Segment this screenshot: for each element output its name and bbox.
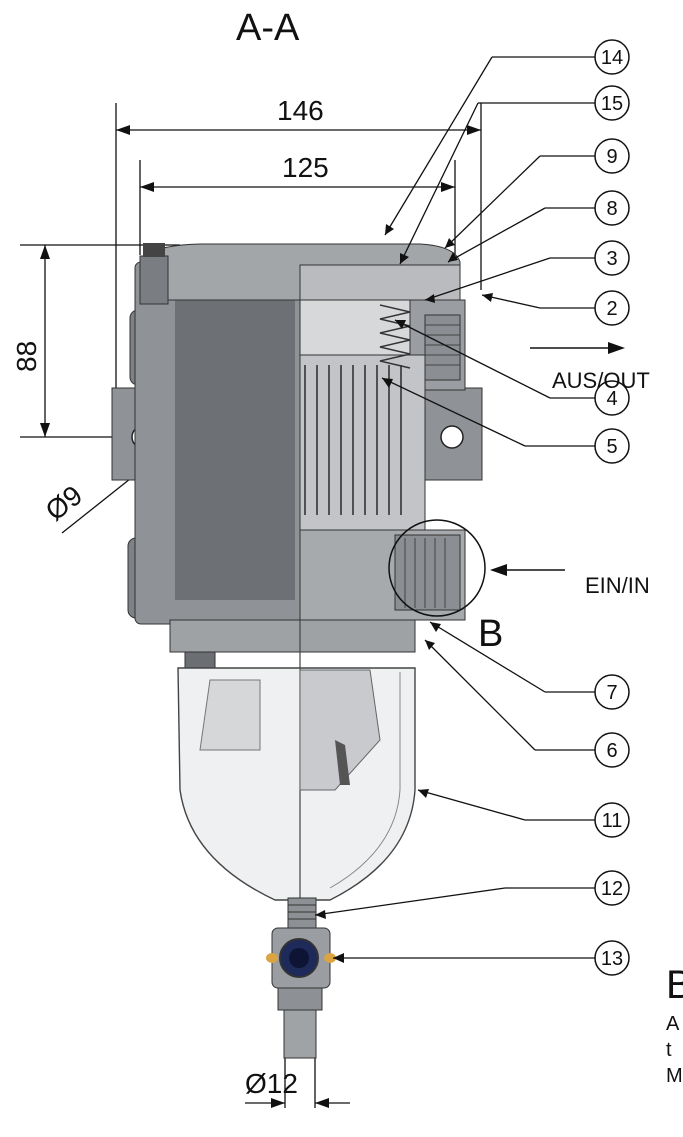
cut-off-heading: B — [666, 963, 683, 1007]
callout-15: 15 — [601, 93, 623, 115]
dimension-height: 88 — [11, 341, 42, 372]
dimension-arrows — [40, 125, 481, 1108]
callout-6: 6 — [606, 740, 617, 762]
callout-11-circle — [594, 802, 630, 838]
outlet-label: AUS/OUT — [552, 368, 650, 393]
callout-4-circle — [594, 380, 630, 416]
callout-8-circle — [594, 190, 630, 226]
callout-5-circle — [594, 428, 630, 464]
callout-9: 9 — [606, 146, 617, 168]
callout-7-circle — [594, 674, 630, 710]
callout-14-circle — [594, 39, 630, 75]
filter-bowl — [177, 620, 416, 901]
callout-2-circle — [594, 290, 630, 326]
callout-5: 5 — [606, 436, 617, 458]
callout-12-circle — [594, 870, 630, 906]
callout-13: 13 — [601, 948, 623, 970]
dimension-hole-diameter: Ø9 — [40, 479, 89, 526]
callout-7: 7 — [606, 682, 617, 704]
callout-leader-tips — [315, 224, 493, 963]
callout-leaders — [314, 56, 595, 959]
callout-12: 12 — [601, 878, 623, 900]
drain-valve — [266, 897, 336, 1059]
callout-labels: 14 15 9 8 3 2 4 5 7 6 11 12 13 — [601, 47, 623, 970]
callout-4: 4 — [606, 388, 617, 410]
callout-6-circle — [594, 732, 630, 768]
cut-off-line-3: M — [666, 1065, 683, 1087]
callout-15-circle — [594, 85, 630, 121]
callout-circles — [594, 39, 630, 976]
cut-off-line-2: t — [666, 1039, 672, 1061]
dimension-mount-width: 125 — [282, 152, 329, 183]
callout-3: 3 — [606, 248, 617, 270]
dimension-overall-width: 146 — [277, 95, 324, 126]
dimension-drain-diameter: Ø12 — [245, 1068, 298, 1099]
detail-b-label: B — [478, 613, 503, 655]
callout-13-circle — [594, 940, 630, 976]
callout-3-circle — [594, 240, 630, 276]
detail-b-circle — [388, 519, 486, 617]
section-title: A-A — [236, 7, 300, 49]
callout-9-circle — [594, 138, 630, 174]
callout-8: 8 — [606, 198, 617, 220]
filter-housing — [111, 243, 483, 671]
cut-off-line-1: A — [666, 1013, 680, 1035]
flow-arrows — [388, 342, 625, 617]
callout-14: 14 — [601, 47, 623, 69]
inlet-label: EIN/IN — [585, 573, 650, 598]
callout-11: 11 — [602, 810, 623, 832]
callout-2: 2 — [606, 298, 617, 320]
